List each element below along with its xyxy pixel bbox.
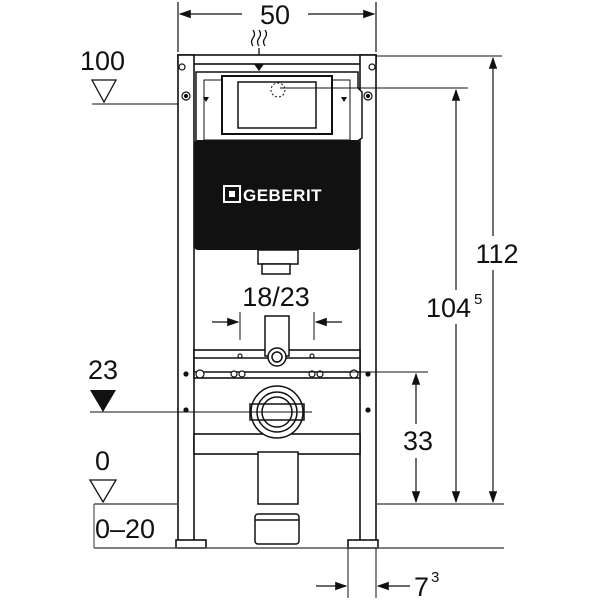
level-23-label: 23 [88,355,118,385]
height-112-dimension: 112 [376,55,526,504]
level-floor-range-label: 0–20 [95,514,155,544]
width-label: 50 [260,0,290,30]
level-100-label: 100 [80,46,125,76]
offset-bottom-dimension: 7 3 [316,548,439,600]
height-104-dimension: 104 5 [280,87,492,504]
level-23-marker: 23 [88,355,312,413]
offset-bottom-label: 7 [414,572,429,600]
level-0-marker: 0 [88,446,118,504]
height-112-label: 112 [475,239,518,269]
offset-bottom-superscript: 3 [431,569,439,586]
width-dimension: 50 [177,0,377,52]
flush-pipe [264,315,290,367]
frame-bolts [178,63,376,413]
floor-lines [93,503,504,549]
height-104-superscript: 5 [474,291,482,308]
level-0-label: 0 [95,446,110,476]
cistern: GEBERIT [194,71,363,275]
outlet-pipe [249,385,305,545]
pipe-range-label: 18/23 [242,282,310,312]
brand-name: GEBERIT [243,186,322,205]
geberit-logo: GEBERIT [223,185,322,205]
height-33-label: 33 [403,426,433,456]
pipe-range-dimension: 18/23 [212,282,342,340]
level-100-marker: 100 [80,46,178,105]
height-33-dimension: 33 [304,371,438,504]
height-104-label: 104 [426,293,471,323]
